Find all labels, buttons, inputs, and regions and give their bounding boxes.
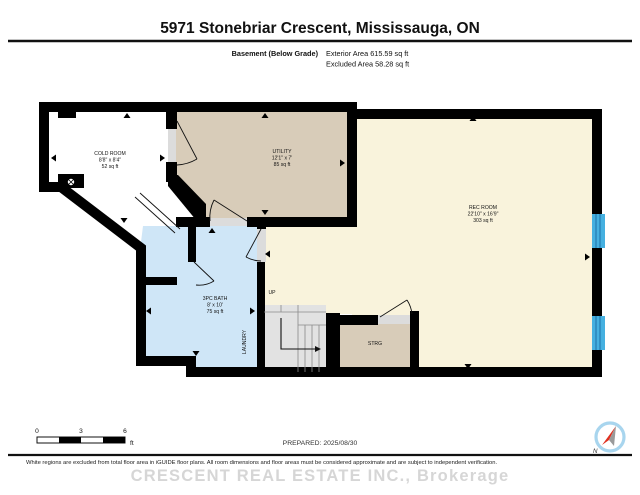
corridor-diagonal-wall bbox=[168, 175, 206, 220]
coldroom-door-threshold bbox=[168, 129, 176, 162]
prepared-date: PREPARED: 2025/08/30 bbox=[283, 440, 358, 447]
bath-label: 3PC BATH bbox=[203, 296, 228, 302]
utility-door-threshold bbox=[210, 218, 247, 226]
cold-room-sqft: 52 sq ft bbox=[102, 164, 119, 170]
floor-label: Basement (Below Grade) bbox=[232, 49, 319, 58]
stairs-direction-arrow bbox=[280, 318, 321, 352]
bath-partition-horizontal bbox=[140, 277, 177, 285]
door-storage bbox=[379, 299, 413, 318]
bath-partition-vertical bbox=[188, 222, 196, 262]
laundry-label: LAUNDRY bbox=[242, 329, 248, 354]
utility-label: UTILITY bbox=[273, 149, 293, 155]
rec-room-label: REC ROOM bbox=[469, 205, 497, 211]
bath-laundry-area bbox=[140, 226, 258, 369]
storage-door-threshold bbox=[378, 315, 410, 324]
fixture-symbol bbox=[67, 177, 76, 186]
stairs-up-label: UP bbox=[268, 290, 276, 296]
door-utility bbox=[209, 199, 248, 222]
compass: N bbox=[593, 421, 626, 455]
scale-tick-6: 6 bbox=[123, 428, 127, 435]
stairs-storage-wall bbox=[326, 313, 340, 372]
compass-needle-icon bbox=[602, 426, 616, 445]
brokerage-watermark: CRESCENT REAL ESTATE INC., Brokerage bbox=[131, 467, 510, 485]
utility-sqft: 85 sq ft bbox=[274, 162, 291, 168]
scale-unit: ft bbox=[130, 440, 134, 447]
cold-room-area bbox=[49, 112, 200, 253]
floorplan: COLD ROOM 8'8" x 8'4" 52 sq ft UTILITY 1… bbox=[39, 102, 605, 377]
stairs-area bbox=[264, 305, 326, 372]
door-corridor bbox=[134, 192, 181, 234]
exterior-area: Exterior Area 615.59 sq ft bbox=[326, 49, 408, 58]
excluded-area: Excluded Area 58.28 sq ft bbox=[326, 60, 409, 69]
coldroom-pillar-top bbox=[58, 107, 76, 118]
coldroom-door-jamb-bottom bbox=[166, 162, 177, 182]
laundry-stairs-wall bbox=[257, 262, 265, 372]
dimension-arrows bbox=[51, 113, 590, 369]
scale-tick-0: 0 bbox=[35, 428, 39, 435]
disclaimer-text: White regions are excluded from total fl… bbox=[26, 460, 497, 466]
page-title: 5971 Stonebriar Crescent, Mississauga, O… bbox=[160, 20, 480, 37]
compass-n-label: N bbox=[593, 448, 598, 455]
cold-room-label: COLD ROOM bbox=[94, 151, 125, 157]
door-bath bbox=[193, 261, 215, 286]
scale-bar: 0 3 6 ft bbox=[35, 428, 134, 447]
rec-room-dims: 22'10" x 16'9" bbox=[468, 212, 499, 218]
storage-right-wall bbox=[410, 311, 419, 372]
window-1 bbox=[592, 214, 605, 248]
storage-label: STRG bbox=[368, 341, 382, 347]
laundry-wall-top bbox=[257, 217, 266, 229]
door-laundry-hall bbox=[245, 228, 262, 262]
storage-area bbox=[338, 324, 412, 370]
coldroom-door-jamb-top bbox=[166, 107, 177, 129]
rec-room-sqft: 303 sq ft bbox=[473, 218, 493, 224]
utility-rec-wall bbox=[347, 107, 357, 227]
cold-room-dims: 8'8" x 8'4" bbox=[99, 158, 121, 164]
hall-area bbox=[258, 222, 358, 314]
laundry-door-threshold bbox=[257, 229, 266, 262]
scale-tick-3: 3 bbox=[79, 428, 83, 435]
utility-bottom-wall-right bbox=[247, 217, 352, 227]
window-2 bbox=[592, 316, 605, 350]
bath-sqft: 75 sq ft bbox=[207, 309, 224, 315]
bath-dims: 8' x 10' bbox=[207, 303, 223, 309]
utility-area bbox=[171, 112, 352, 219]
storage-top-wall bbox=[340, 315, 378, 325]
door-coldroom-utility bbox=[176, 120, 198, 166]
utility-dims: 12'1" x 7' bbox=[272, 156, 292, 162]
